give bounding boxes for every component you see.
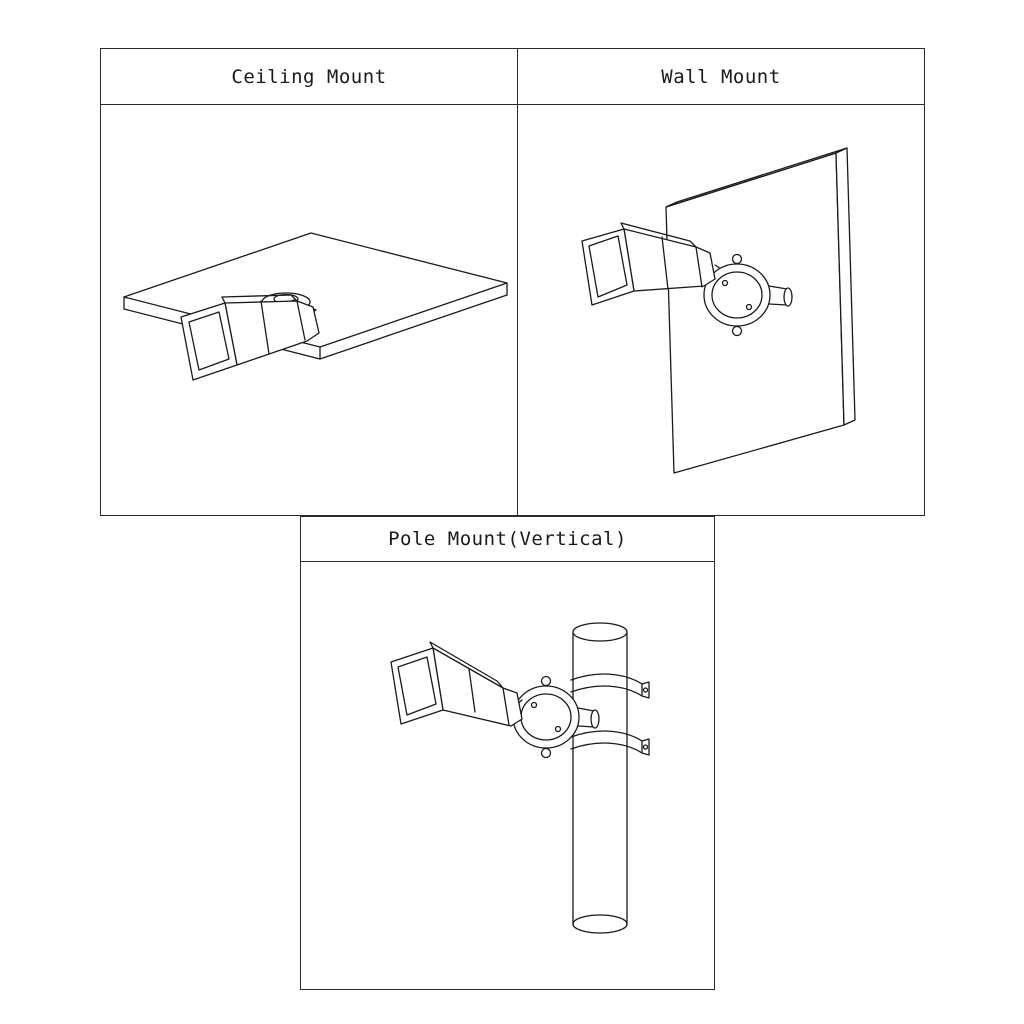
panel-pole-header: Pole Mount(Vertical) — [301, 517, 714, 562]
panel-pole-body — [301, 562, 714, 989]
ceiling-slab — [123, 232, 508, 360]
mounting-straps — [570, 673, 650, 756]
panel-pole-mount: Pole Mount(Vertical) — [300, 516, 715, 990]
panel-wall-body — [518, 105, 924, 515]
ceiling-mount-drawing — [123, 232, 508, 381]
panel-pole-title: Pole Mount(Vertical) — [388, 528, 627, 550]
bullet-camera — [180, 294, 320, 381]
wall-mount-drawing — [581, 147, 856, 474]
pole-cylinder — [572, 622, 628, 934]
pole-mount-drawing — [390, 622, 650, 934]
panel-ceiling-mount: Ceiling Mount — [100, 48, 518, 516]
panel-ceiling-header: Ceiling Mount — [101, 49, 517, 105]
bullet-camera — [581, 222, 716, 306]
panel-wall-header: Wall Mount — [518, 49, 924, 105]
panel-ceiling-title: Ceiling Mount — [231, 65, 387, 88]
panel-ceiling-body — [101, 105, 517, 515]
junction-box — [703, 253, 793, 337]
panel-wall-mount: Wall Mount — [517, 48, 925, 516]
bullet-camera — [390, 641, 523, 727]
panel-wall-title: Wall Mount — [661, 65, 781, 88]
